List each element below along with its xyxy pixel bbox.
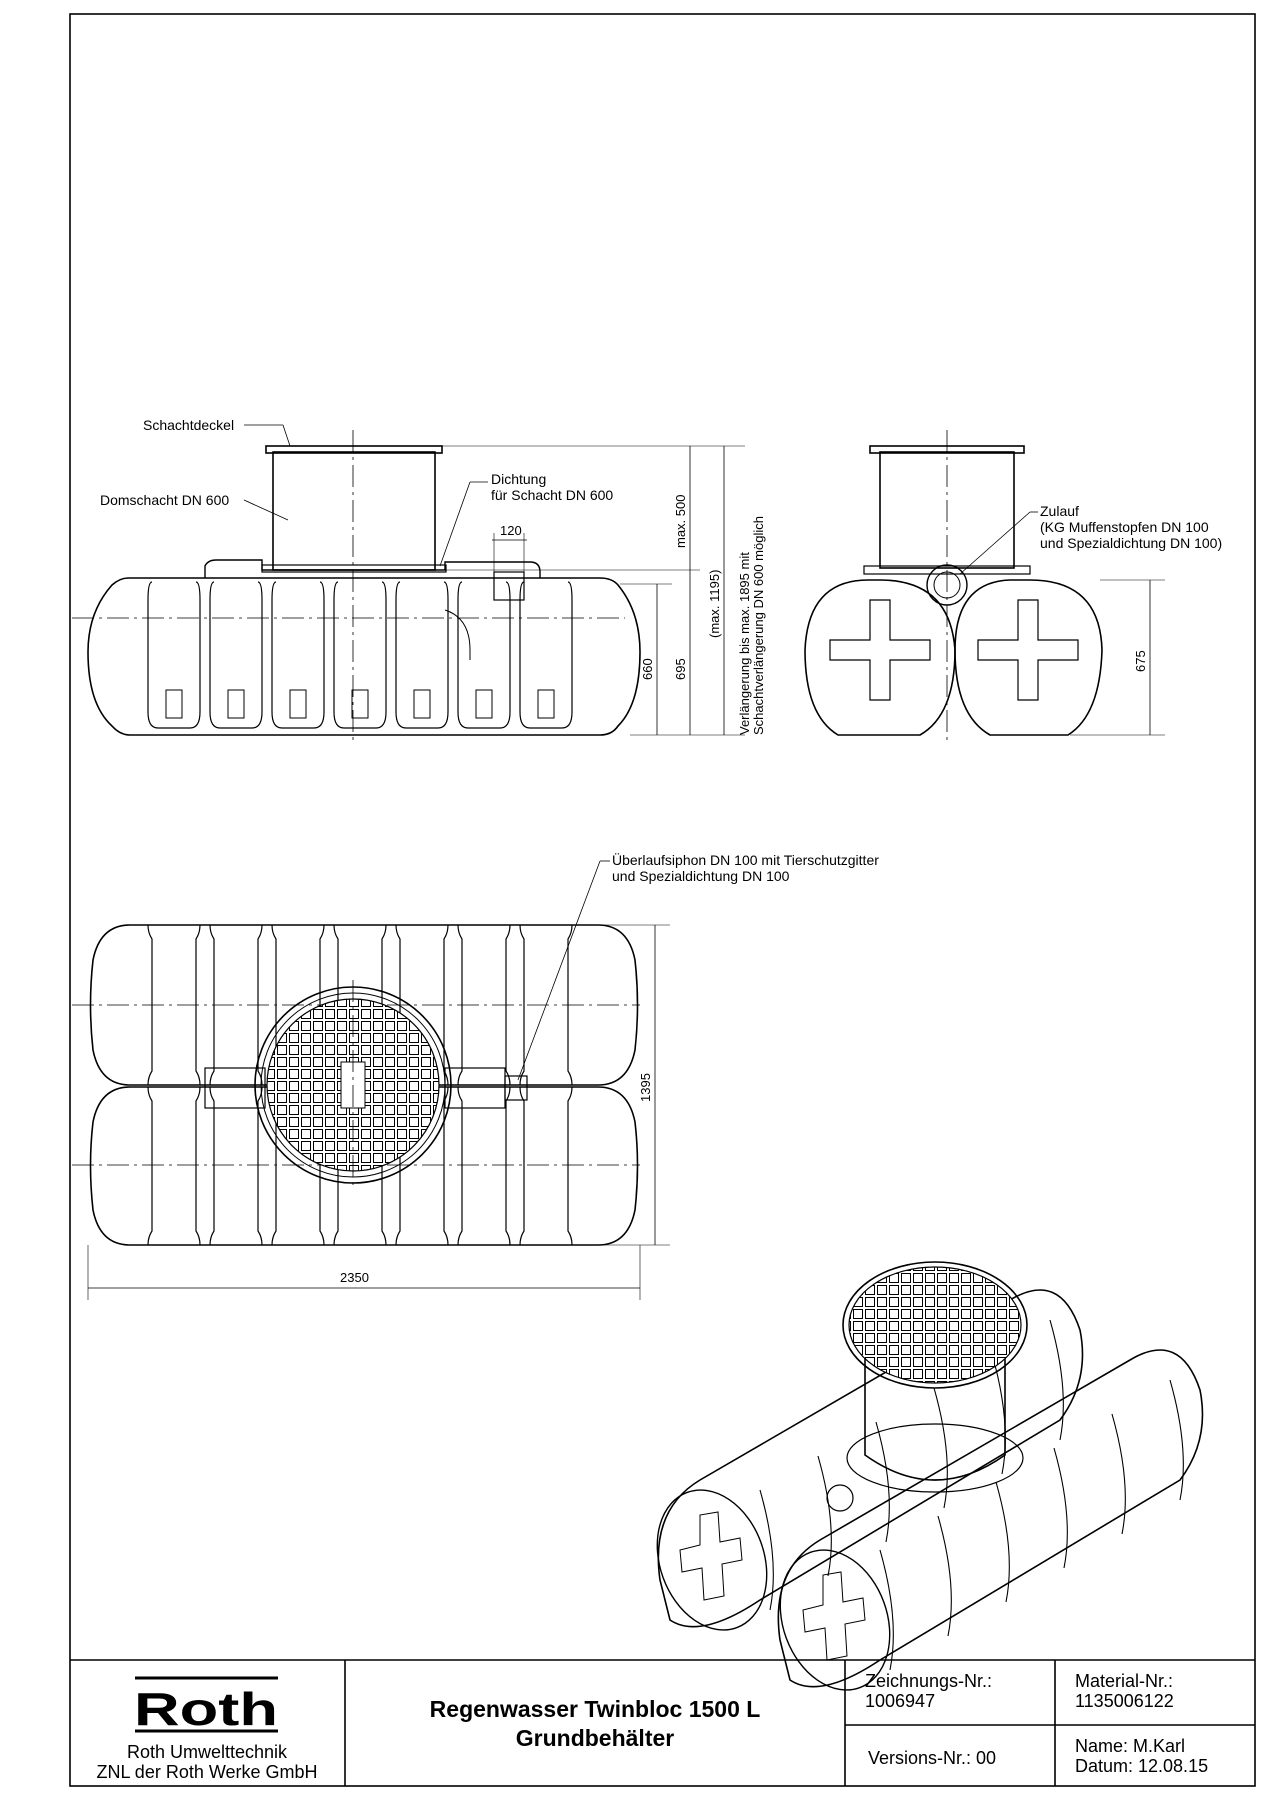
side-rib (333, 581, 387, 729)
front-inlet (926, 564, 968, 606)
front-dome-shaft (879, 451, 1015, 569)
iso-rib (879, 1549, 894, 1671)
iso-rib (817, 1455, 832, 1577)
dim-1395: 1395 (638, 1073, 653, 1102)
side-rib (209, 581, 263, 729)
author-name: Name: M.Karl (1075, 1736, 1185, 1756)
iso-rib (759, 1489, 774, 1611)
top-rib (519, 1086, 573, 1246)
side-ribs (147, 581, 573, 729)
sheet-frame (69, 13, 1256, 1787)
label-zulauf-3: und Spezialdichtung DN 100) (1040, 535, 1222, 551)
label-zulauf-2: (KG Muffenstopfen DN 100 (1040, 519, 1209, 535)
iso-ribs (759, 1319, 1184, 1671)
dim-695: 695 (673, 658, 688, 680)
side-gasket (261, 564, 447, 573)
side-rib (271, 581, 325, 729)
side-rib-slot (227, 689, 245, 719)
top-rib (457, 1086, 511, 1246)
company-logo: Roth (134, 1683, 278, 1735)
version-number: Versions-Nr.: 00 (868, 1748, 996, 1768)
drawing-title: Regenwasser Twinbloc 1500 L (430, 1696, 761, 1722)
side-dome-shaft (272, 451, 436, 571)
material-label: Material-Nr.: (1075, 1671, 1173, 1691)
side-cover (265, 445, 443, 454)
drawing-date: Datum: 12.08.15 (1075, 1756, 1208, 1776)
side-rib (519, 581, 573, 729)
isometric-view (656, 1261, 1204, 1691)
top-rib (209, 1086, 263, 1246)
label-dichtung-2: für Schacht DN 600 (491, 487, 613, 503)
label-ueberlauf-2: und Spezialdichtung DN 100 (612, 868, 790, 884)
top-rib (147, 924, 201, 1086)
side-rib (147, 581, 201, 729)
side-rib (395, 581, 449, 729)
company-name-2: ZNL der Roth Werke GmbH (96, 1762, 317, 1782)
iso-dome-shaft (864, 1324, 1006, 1481)
top-rib (147, 1086, 201, 1246)
side-rib-slot (537, 689, 555, 719)
side-rib-slot (413, 689, 431, 719)
dim-2350: 2350 (340, 1270, 369, 1285)
side-rib-slot (351, 689, 369, 719)
iso-rib (1169, 1379, 1184, 1501)
top-rib (457, 924, 511, 1086)
label-schachtdeckel: Schachtdeckel (143, 417, 234, 433)
side-rib-slot (475, 689, 493, 719)
side-tank-body (87, 577, 641, 736)
iso-rib (933, 1387, 948, 1509)
dim-675: 675 (1133, 650, 1148, 672)
iso-tank-left (657, 1289, 1084, 1628)
front-lobe-right (954, 579, 1103, 736)
iso-tank-right (777, 1349, 1204, 1688)
label-dichtung-1: Dichtung (491, 471, 546, 487)
label-verlaengerung-1: Verlängerung bis max. 1895 mit (737, 552, 752, 735)
top-view: Überlaufsiphon DN 100 mit Tierschutzgitt… (72, 851, 879, 1300)
top-rib (519, 924, 573, 1086)
dim-max500: max. 500 (673, 495, 688, 548)
title-block: Roth Roth Umwelttechnik ZNL der Roth Wer… (70, 1659, 1255, 1786)
front-cover (869, 445, 1025, 454)
iso-rib (1053, 1447, 1068, 1569)
front-view: Zulauf (KG Muffenstopfen DN 100 und Spez… (804, 430, 1222, 745)
iso-cover (842, 1261, 1028, 1389)
label-verlaengerung-2: Schachtverlängerung DN 600 möglich (751, 516, 766, 735)
side-rib-slot (289, 689, 307, 719)
iso-rib (1111, 1413, 1126, 1535)
label-ueberlauf-1: Überlaufsiphon DN 100 mit Tierschutzgitt… (612, 851, 879, 868)
company-name-1: Roth Umwelttechnik (127, 1742, 288, 1762)
material-value: 1135006122 (1075, 1691, 1174, 1711)
top-tank-lower (89, 1086, 639, 1246)
label-zulauf-1: Zulauf (1040, 503, 1079, 519)
iso-rib (995, 1481, 1010, 1603)
zeichnung-value: 1006947 (865, 1691, 935, 1711)
iso-rib (937, 1515, 952, 1637)
label-domschacht: Domschacht DN 600 (100, 492, 229, 508)
drawing-subtitle: Grundbehälter (516, 1725, 675, 1751)
dim-120: 120 (500, 523, 522, 538)
zeichnung-label: Zeichnungs-Nr.: (865, 1671, 992, 1691)
iso-rib (1049, 1319, 1064, 1441)
front-lobe-left (804, 579, 956, 736)
side-rib (457, 581, 511, 729)
side-rib-slot (165, 689, 183, 719)
dim-660: 660 (640, 658, 655, 680)
side-view: Schachtdeckel Domschacht DN 600 Dichtung… (72, 417, 766, 745)
top-tank-upper (89, 924, 639, 1086)
dim-max1195: (max. 1195) (707, 570, 722, 638)
